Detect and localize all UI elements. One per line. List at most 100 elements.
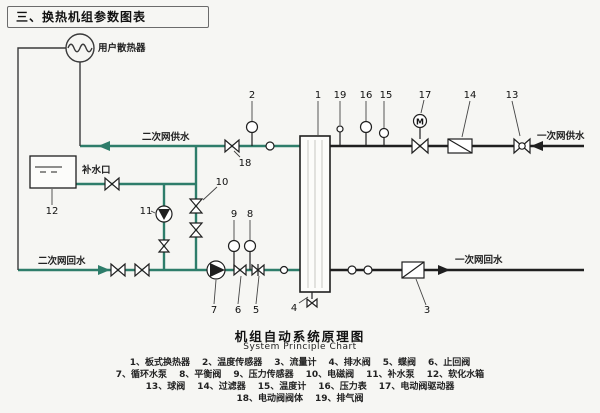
- legend-item: 13、球阀: [145, 382, 186, 392]
- pressure-gauge-16: [359, 120, 373, 134]
- heat-exchanger-plates: [307, 140, 323, 288]
- callout-19: 19: [334, 90, 347, 101]
- thermometer-15: [378, 127, 390, 139]
- leader-18: [233, 150, 241, 158]
- return-sensor-a: [347, 265, 357, 275]
- air-vent-19: [336, 125, 344, 133]
- legend-row-3: 13、球阀 14、过滤器 15、温度计 16、压力表 17、电动阀驱动器: [0, 381, 600, 393]
- drain-valve-4: [306, 297, 318, 309]
- ball-valve-ball: [518, 142, 526, 150]
- makeup-pump-rotor-icon: [158, 209, 170, 220]
- callout-17: 17: [419, 90, 432, 101]
- legend-item: 2、温度传感器: [201, 358, 263, 368]
- radiator-loop: [17, 33, 95, 270]
- legend-item: 3、流量计: [274, 358, 317, 368]
- page-title: 三、换热机组参数图表: [7, 6, 209, 28]
- makeup-port-label: 补水口: [81, 164, 111, 176]
- legend-item: 1、板式换热器: [129, 358, 190, 368]
- callout-4: 4: [291, 303, 297, 314]
- makeup-check-valve: [157, 239, 171, 253]
- callout-8: 8: [247, 209, 253, 220]
- electric-valve-body-18: [224, 138, 240, 154]
- primary-network-pipes: [330, 144, 584, 272]
- check-valve-6: [233, 263, 247, 277]
- pipe-sensor-well: [265, 141, 275, 151]
- leader-14: [461, 100, 471, 138]
- callout-14: 14: [464, 90, 477, 101]
- valves-and-instruments: [104, 113, 531, 309]
- leader-11: [150, 210, 156, 214]
- legend-item: 11、补水泵: [366, 370, 415, 380]
- callout-11: 11: [140, 206, 153, 217]
- radiator-wave-icon: [67, 43, 93, 53]
- leader-6: [237, 275, 242, 305]
- plate-heat-exchanger: [299, 135, 331, 299]
- softened-water-tank: [29, 155, 77, 189]
- return-valve-b: [134, 262, 150, 278]
- diagram-caption-en: System Principle Chart: [243, 342, 357, 352]
- callout-2: 2: [249, 90, 255, 101]
- flow-arrow-primary-return: [438, 265, 450, 275]
- legend-row-2: 7、循环水泵 8、平衡阀 9、压力传感器 10、电磁阀 11、补水泵 12、软化…: [0, 369, 600, 381]
- electric-valve-17: [411, 137, 429, 155]
- callout-numbers: 2 1 19 16 15 17 14 13 18 10 11 12 9 8 7 …: [46, 90, 519, 316]
- secondary-supply-label: 二次网供水: [142, 131, 190, 143]
- callout-3: 3: [424, 305, 430, 316]
- legend-item: 9、压力传感器: [233, 370, 294, 380]
- solenoid-valve-10b: [188, 222, 204, 238]
- legend-item: 7、循环水泵: [115, 370, 168, 380]
- legend-item: 15、温度计: [257, 382, 307, 392]
- return-valve-a: [110, 262, 126, 278]
- callout-10: 10: [216, 177, 229, 188]
- callout-18: 18: [239, 158, 252, 169]
- flow-meter-diagonal: [401, 261, 425, 279]
- flow-arrow-return-right: [98, 265, 110, 275]
- primary-return-label: 一次网回水: [455, 254, 503, 266]
- motor-letter: M: [416, 118, 424, 127]
- callout-12: 12: [46, 206, 59, 217]
- solenoid-valve-10a: [188, 198, 204, 214]
- legend-item: 8、平衡阀: [179, 370, 222, 380]
- radiator-label: 用户散热器: [97, 42, 146, 54]
- pipe-labels: 用户散热器 补水口 二次网供水 二次网回水 一次网供水 一次网回水: [38, 42, 585, 267]
- leader-3: [415, 278, 427, 306]
- callout-6: 6: [235, 305, 241, 316]
- legend-item: 6、止回阀: [428, 358, 471, 368]
- legend-item: 4、排水阀: [328, 358, 371, 368]
- flow-arrow-supply-left: [98, 141, 110, 151]
- leader-17: [420, 99, 425, 114]
- filter-diagonal: [447, 138, 473, 154]
- legend-row-1: 1、板式换热器 2、温度传感器 3、流量计 4、排水阀 5、蝶阀 6、止回阀: [0, 357, 600, 369]
- return-sensor-well: [279, 265, 289, 275]
- diagram-caption-cn: 机组自动系统原理图: [234, 329, 366, 344]
- balance-valve-8: [243, 239, 257, 253]
- callout-9: 9: [231, 209, 237, 220]
- leader-lines: [51, 99, 521, 306]
- secondary-return-label: 二次网回水: [38, 255, 86, 267]
- leader-5: [255, 275, 260, 305]
- circulation-pump-rotor-icon: [210, 263, 225, 277]
- legend-item: 16、压力表: [318, 382, 367, 392]
- page-title-text: 三、换热机组参数图表: [16, 10, 147, 24]
- legend-item: 18、电动阀阀体: [236, 394, 303, 404]
- callout-7: 7: [211, 305, 217, 316]
- radiator-symbol: [65, 33, 95, 63]
- primary-supply-label: 一次网供水: [537, 130, 585, 142]
- callout-13: 13: [506, 90, 519, 101]
- legend-item: 10、电磁阀: [305, 370, 355, 380]
- legend-row-4: 18、电动阀阀体 19、排气阀: [0, 393, 600, 405]
- temperature-sensor-2: [245, 120, 259, 134]
- pressure-sensor-9: [227, 239, 241, 253]
- callout-1: 1: [315, 90, 321, 101]
- legend-item: 17、电动阀驱动器: [378, 382, 455, 392]
- valve-actuator-17: [412, 113, 428, 129]
- callout-16: 16: [360, 90, 373, 101]
- callout-15: 15: [380, 90, 393, 101]
- legend: 1、板式换热器 2、温度传感器 3、流量计 4、排水阀 5、蝶阀 6、止回阀 7…: [0, 357, 600, 405]
- loop-pipe: [17, 47, 66, 270]
- legend-item: 14、过滤器: [197, 382, 246, 392]
- legend-item: 5、蝶阀: [382, 358, 417, 368]
- callout-5: 5: [253, 305, 259, 316]
